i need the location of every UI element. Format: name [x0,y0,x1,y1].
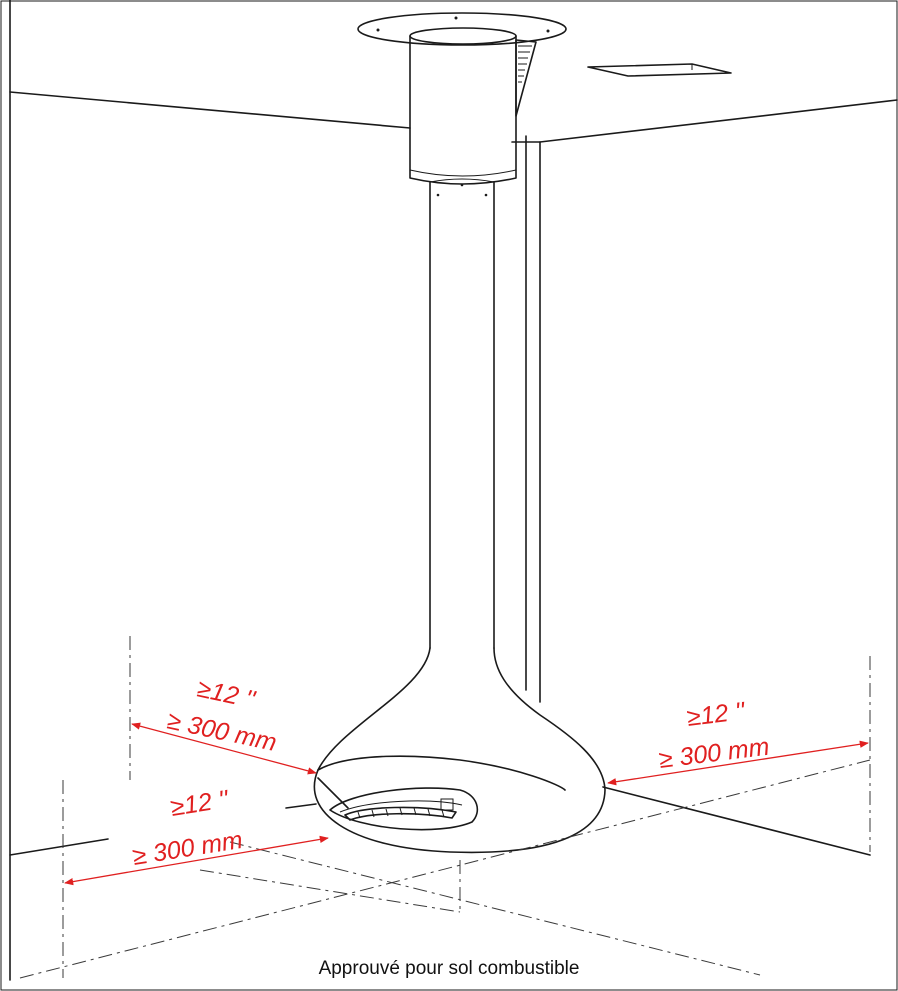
ceiling-mount [357,12,567,185]
front-left-dimension-arrow [64,835,329,886]
suspended-fireplace [313,647,606,854]
clearance-guides [19,636,871,979]
back-left-mm-label: ≥ 300 mm [165,706,279,756]
wall-corner [525,135,541,703]
right-dimension-arrow [607,740,869,786]
front-left-inches-label: ≥12 '' [169,785,232,822]
right-inches-label: ≥12 '' [685,697,747,732]
chimney-pipe [429,178,495,649]
right-mm-label: ≥ 300 mm [657,733,771,774]
ceiling-vent [587,63,732,77]
front-left-mm-label: ≥ 300 mm [131,826,245,871]
back-left-dimension-arrow [131,722,317,775]
ceiling [9,0,898,981]
back-left-inches-label: ≥12 '' [195,674,259,714]
clearance-arrows [64,722,869,886]
floor-approval-caption: Approuvé pour sol combustible [318,958,580,979]
